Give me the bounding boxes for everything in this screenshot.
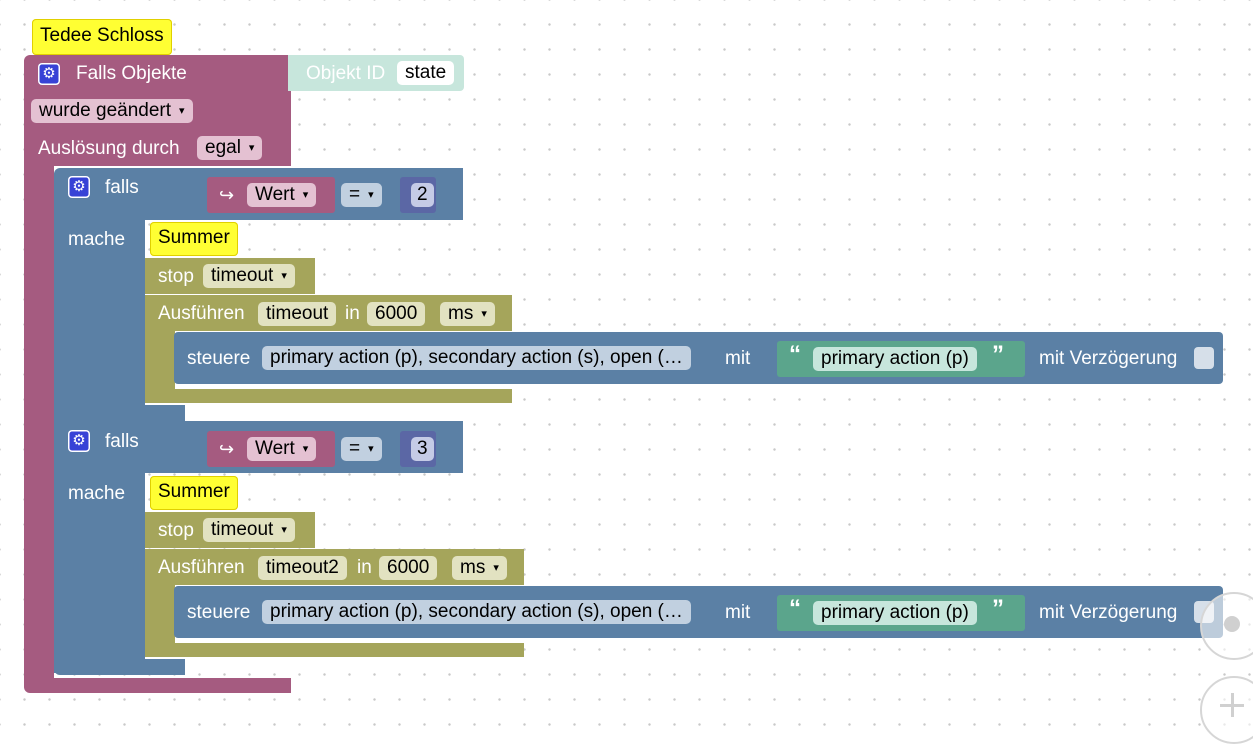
if-label: falls	[105, 177, 139, 198]
if-block-footer	[54, 405, 185, 421]
delay-field[interactable]: 6000	[379, 556, 438, 580]
unit-dropdown[interactable]: ms	[452, 556, 507, 580]
trigger-block-footer	[24, 678, 291, 693]
in-label: in	[357, 557, 372, 578]
stop-target-dropdown[interactable]: timeout	[203, 264, 295, 288]
trigger-block-left-rail	[24, 166, 54, 678]
arrow-return-icon: ↪	[219, 439, 235, 459]
if-block-rail	[54, 473, 145, 673]
quote-open-icon: “	[789, 595, 801, 622]
timer-name-field[interactable]: timeout2	[258, 556, 347, 580]
run-block-rail	[145, 331, 175, 391]
gear-icon[interactable]: ⚙	[38, 63, 60, 85]
trigger-title: Falls Objekte	[76, 63, 187, 84]
change-mode-dropdown[interactable]: wurde geändert	[31, 99, 193, 123]
quote-close-icon: ”	[992, 341, 1004, 368]
triggered-by-label: Auslösung durch	[38, 138, 180, 159]
operator-dropdown[interactable]: =	[341, 183, 382, 207]
delay-checkbox[interactable]	[1194, 347, 1214, 369]
plus-vertical	[1231, 693, 1234, 717]
stop-label: stop	[158, 266, 194, 287]
if-label: falls	[105, 431, 139, 452]
recenter-icon[interactable]	[1200, 592, 1253, 660]
target-dot-icon	[1224, 616, 1240, 632]
do-label: mache	[68, 229, 126, 250]
delay-field[interactable]: 6000	[367, 302, 426, 326]
value-dropdown[interactable]: Wert	[247, 183, 317, 207]
string-field[interactable]: primary action (p)	[813, 347, 977, 371]
run-block-rail	[145, 585, 175, 645]
value-dropdown[interactable]: Wert	[247, 437, 317, 461]
stop-target-dropdown[interactable]: timeout	[203, 518, 295, 542]
run-label: Ausführen	[158, 303, 245, 324]
quote-close-icon: ”	[992, 595, 1004, 622]
branch-comment[interactable]: Summer	[150, 476, 238, 510]
if-block-rail	[54, 220, 145, 420]
zoom-in-icon[interactable]	[1200, 676, 1253, 744]
string-field[interactable]: primary action (p)	[813, 601, 977, 625]
unit-dropdown[interactable]: ms	[440, 302, 495, 326]
number-field[interactable]: 2	[411, 183, 434, 207]
object-id-label: Objekt ID	[306, 63, 386, 84]
object-id-field[interactable]: state	[397, 61, 455, 85]
gear-icon[interactable]: ⚙	[68, 430, 90, 452]
control-label: steuere	[187, 348, 251, 369]
arrow-return-icon: ↪	[219, 185, 235, 205]
run-label: Ausführen	[158, 557, 245, 578]
quote-open-icon: “	[789, 341, 801, 368]
timer-name-field[interactable]: timeout	[258, 302, 337, 326]
with-label: mit	[725, 602, 751, 623]
control-target-dropdown[interactable]: primary action (p), secondary action (s)…	[262, 346, 691, 370]
number-field[interactable]: 3	[411, 437, 434, 461]
if-block-footer	[54, 659, 185, 675]
in-label: in	[345, 303, 360, 324]
stop-label: stop	[158, 520, 194, 541]
control-label: steuere	[187, 602, 251, 623]
gear-icon[interactable]: ⚙	[68, 176, 90, 198]
run-block-footer	[145, 643, 524, 657]
triggered-by-dropdown[interactable]: egal	[197, 136, 263, 160]
control-target-dropdown[interactable]: primary action (p), secondary action (s)…	[262, 600, 691, 624]
delay-option-label: mit Verzögerung	[1039, 348, 1178, 369]
script-comment[interactable]: Tedee Schloss	[32, 19, 172, 55]
run-block-footer	[145, 389, 512, 403]
with-label: mit	[725, 348, 751, 369]
delay-option-label: mit Verzögerung	[1039, 602, 1178, 623]
branch-comment[interactable]: Summer	[150, 222, 238, 256]
do-label: mache	[68, 483, 126, 504]
operator-dropdown[interactable]: =	[341, 437, 382, 461]
